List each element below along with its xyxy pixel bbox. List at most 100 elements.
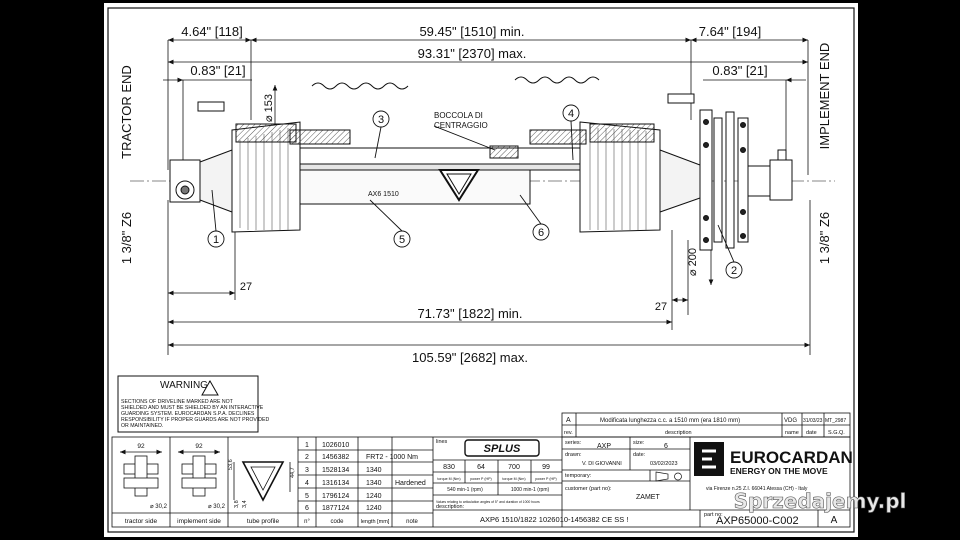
logo-mark (702, 449, 716, 469)
svg-text:note: note (406, 519, 418, 525)
dim-d200: ⌀ 200 (687, 248, 699, 276)
rev-header-rev: rev. (564, 430, 573, 436)
dim-right-inner: 0.83" [21] (712, 63, 767, 78)
callout-5: 5 (399, 234, 405, 246)
size-label: size: (633, 440, 645, 446)
yoke-views (120, 449, 291, 502)
rev-header-date: date (806, 430, 817, 436)
dim-left-total: 4.64" [118] (181, 24, 242, 39)
dim-92-tractor: 92 (137, 443, 145, 450)
splus-logo-text: SPLUS (484, 443, 521, 455)
svg-text:1340: 1340 (366, 480, 382, 487)
dimension-lines (163, 37, 811, 355)
rev-header-name: name (785, 430, 799, 436)
temporary-label: temporary: (565, 473, 592, 479)
rev-ref: MT_2987 (825, 418, 846, 424)
svg-text:6: 6 (305, 505, 309, 512)
warning-line-2: SHIELDED AND MUST BE SHIELDED BY AN INTE… (121, 405, 264, 411)
customer-label: customer (part no): (565, 486, 612, 492)
callout-3: 3 (378, 114, 384, 126)
sub-torque-1000: torque M (Nm) (502, 477, 525, 481)
dim-right-total: 7.64" [194] (699, 24, 761, 39)
parts-table: 1 1026010 2 1456382 FRT2 - 1000 Nm 3 152… (304, 442, 426, 525)
dim-max-top: 93.31" [2370] max. (418, 46, 527, 61)
projection-symbol-icon (655, 471, 682, 482)
rev-header-desc: description (665, 430, 692, 436)
partno-label: part no: (704, 512, 723, 518)
dim-3-4: 3,4 (242, 500, 248, 508)
rev-text: Modificata lunghezza c.c. a 1510 mm (era… (600, 418, 740, 424)
rating-note: Values relating to articulation angles o… (436, 500, 540, 504)
svg-text:1026010: 1026010 (322, 442, 349, 449)
dim-min-bottom: 71.73" [1822] min. (417, 306, 522, 321)
spline-right-label: 1 3/8" Z6 (817, 212, 832, 264)
date-value: 03/02/2023 (650, 461, 678, 467)
dim-gap-left: 27 (240, 281, 252, 293)
svg-text:FRT2 - 1000 Nm: FRT2 - 1000 Nm (366, 454, 418, 461)
company-name: EUROCARDAN (730, 448, 853, 467)
svg-text:1340: 1340 (366, 467, 382, 474)
dia-tractor: ⌀ 30,2 (150, 504, 168, 510)
callout-2: 2 (731, 265, 737, 277)
warning-triangle-icon (201, 379, 219, 396)
size-value: 6 (664, 443, 668, 450)
svg-text:1240: 1240 (366, 493, 382, 500)
title-block-grid (111, 436, 851, 528)
drawing-border (107, 7, 855, 533)
part-rev: A (831, 515, 838, 526)
warning-box (117, 375, 259, 433)
boccola-label-2: CENTRAGGIO (434, 121, 488, 130)
svg-text:1240: 1240 (366, 505, 382, 512)
dim-92-implement: 92 (195, 443, 203, 450)
svg-text:1528134: 1528134 (322, 467, 349, 474)
boccola-label-1: BOCCOLA DI (434, 111, 483, 120)
dim-left-inner: 0.83" [21] (190, 63, 245, 78)
dim-44-7: 44,7 (290, 467, 296, 478)
callout-6: 6 (538, 227, 544, 239)
warning-line-5: OR MAINTAINED. (121, 423, 163, 429)
drawn-value: V. DI GIOVANNI (582, 461, 622, 467)
dim-d153: ⌀ 153 (263, 94, 275, 122)
callout-4: 4 (568, 108, 574, 120)
warning-line-1: SECTIONS OF DRIVELINE MARKED ARE NOT (121, 399, 234, 405)
svg-text:1316134: 1316134 (322, 480, 349, 487)
series-label: series: (565, 440, 582, 446)
rev-header-sgq: S.G.Q. (828, 430, 845, 436)
drawn-label: drawn: (565, 452, 582, 458)
dim-53-6: 53,6 (228, 459, 234, 470)
implement-end-label: IMPLEMENT END (817, 43, 832, 150)
svg-text:3: 3 (305, 467, 309, 474)
dim-gap-right: 27 (655, 301, 667, 313)
power-1000: 99 (542, 464, 550, 471)
series-value: AXP (597, 443, 611, 450)
svg-text:2: 2 (305, 454, 309, 461)
power-540: 64 (477, 464, 485, 471)
splus-logo (464, 439, 540, 457)
driveshaft-drawing (169, 76, 793, 251)
part-callouts (207, 104, 743, 279)
dim-3-8: 3,8 (234, 500, 240, 508)
label-tractor-side: tractor side (125, 518, 158, 525)
svg-text:n°: n° (304, 519, 310, 525)
watermark: Sprzedajemy.pl (734, 489, 907, 513)
rev-name: VDG (784, 418, 797, 424)
label-tube-profile: tube profile (247, 518, 280, 525)
torque-540: 830 (443, 464, 455, 471)
dim-max-bottom: 105.59" [2682] max. (412, 350, 528, 365)
dim-min-top: 59.45" [1510] min. (419, 24, 524, 39)
rpm-540: 540 min-1 (rpm) (447, 487, 483, 493)
partno-value: AXP65000-C002 (716, 515, 799, 527)
warning-line-4: RESPONSIBILITY IF PROPER GUARDS ARE NOT … (121, 417, 270, 423)
svg-text:1456382: 1456382 (322, 454, 349, 461)
svg-text:5: 5 (305, 493, 309, 500)
company-address: via Firenze n.25 Z.I. 66041 Atessa (CH) … (706, 486, 808, 492)
spline-left-label: 1 3/8" Z6 (119, 212, 134, 264)
svg-text:4: 4 (305, 480, 309, 487)
svg-text:length [mm]: length [mm] (361, 519, 390, 525)
callout-1: 1 (213, 234, 219, 246)
lines-label: lines (436, 439, 448, 445)
date-label: date: (633, 452, 646, 458)
svg-text:1796124: 1796124 (322, 493, 349, 500)
sub-power-540: power P (HP) (470, 477, 492, 481)
